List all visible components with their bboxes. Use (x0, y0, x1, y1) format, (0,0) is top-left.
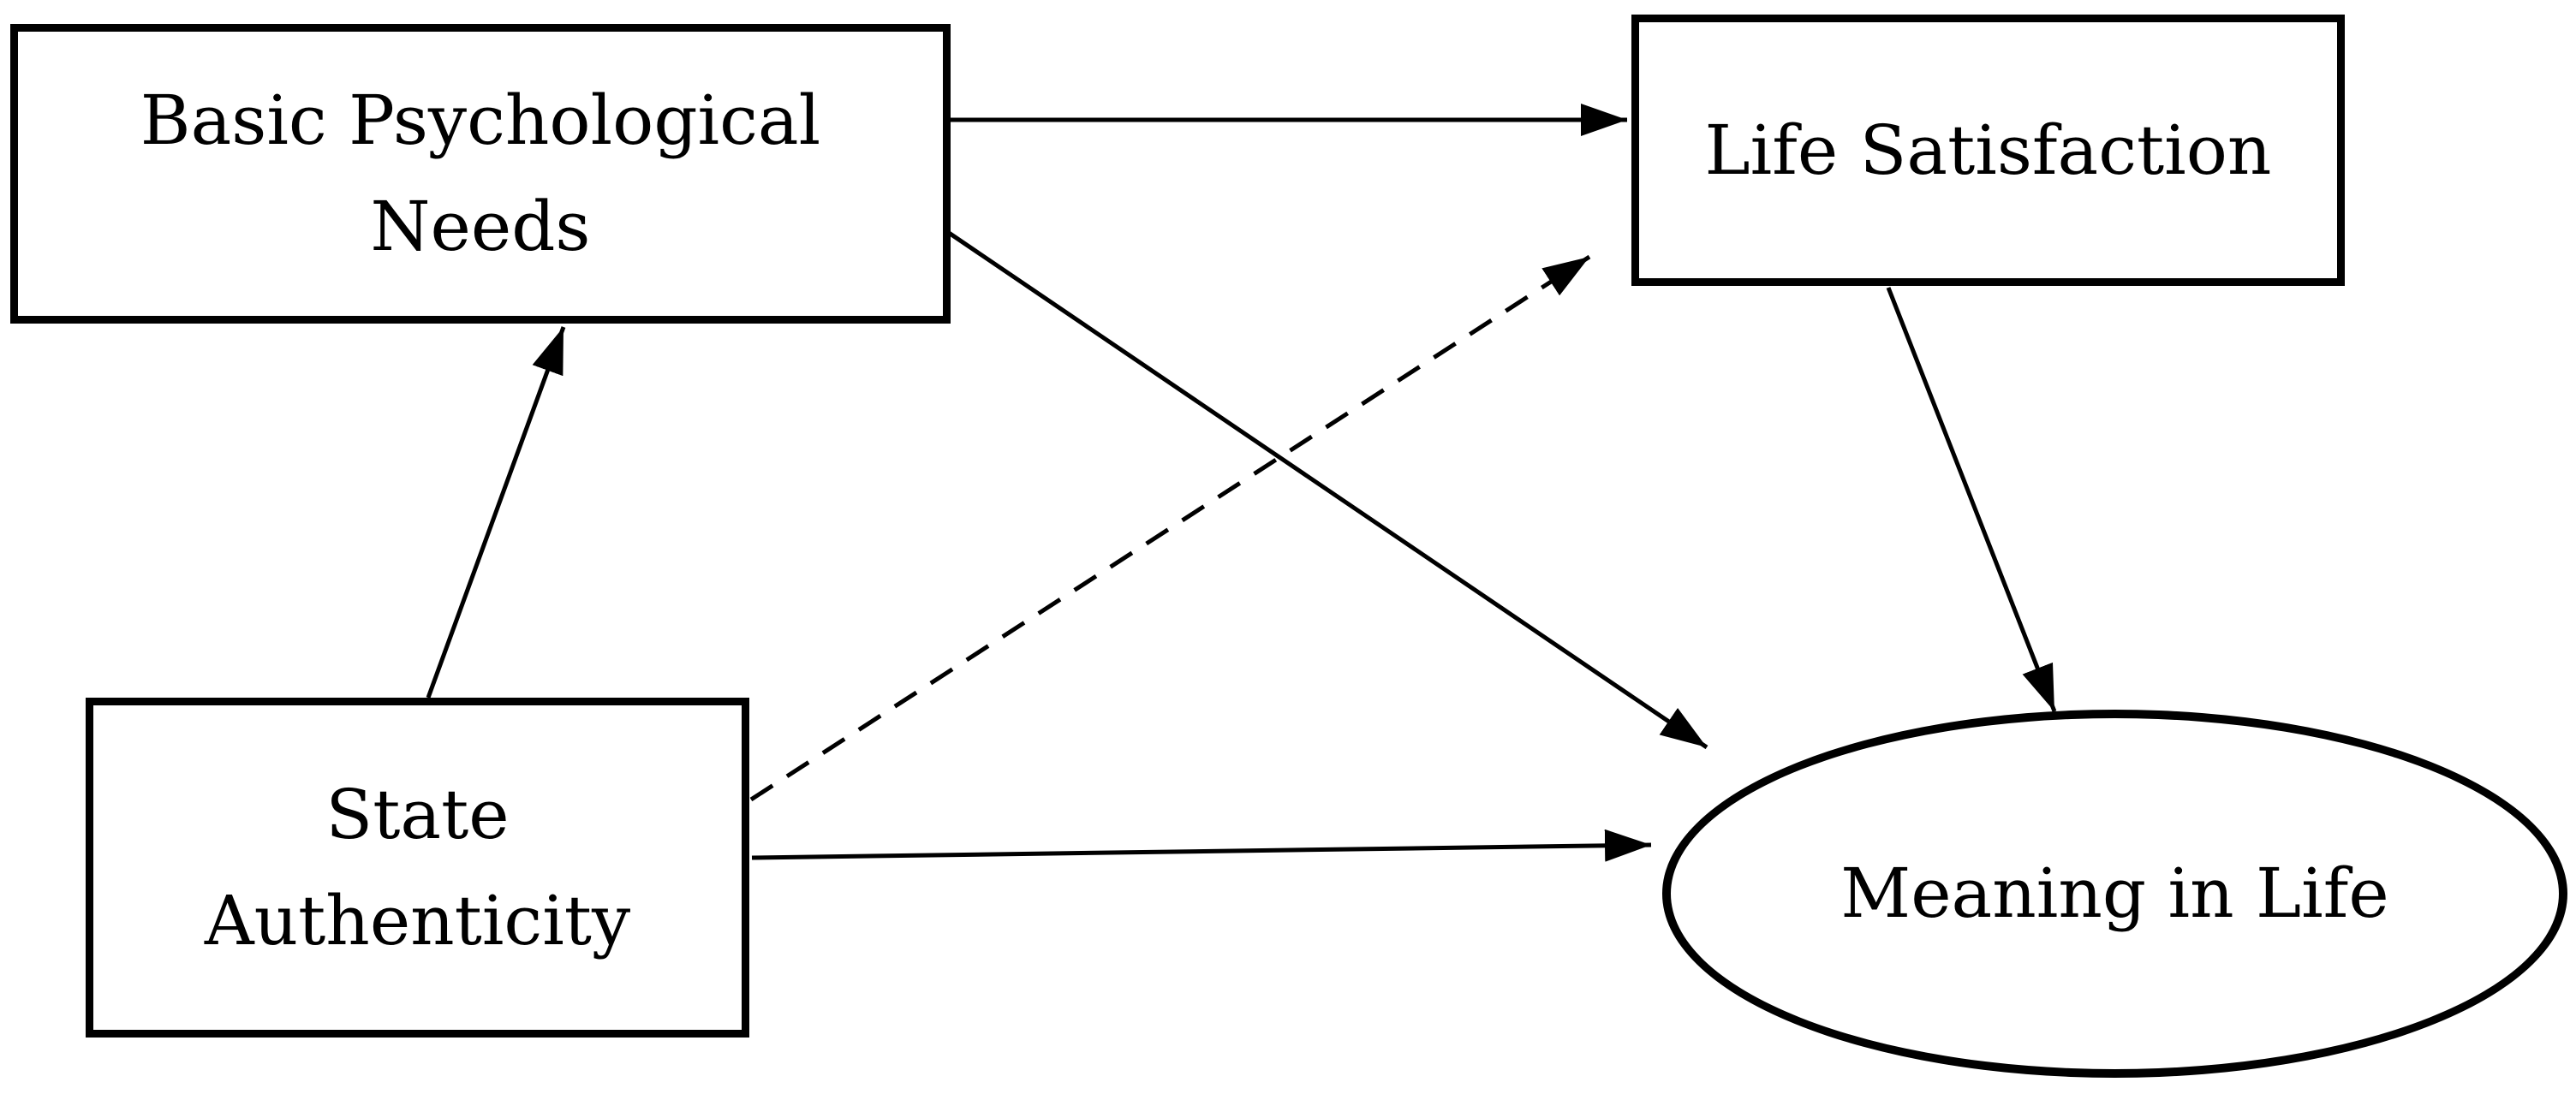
label-line: Life Satisfaction (1704, 110, 2272, 190)
label-line: Needs (370, 187, 591, 266)
node-state-authenticity: State Authenticity (86, 698, 749, 1038)
label-line: Meaning in Life (1840, 853, 2389, 933)
edge-bpn-to-mil-arrow (947, 230, 1708, 750)
node-life-satisfaction-label: Life Satisfaction (1705, 98, 2272, 204)
edge-sa-to-mil-arrow (751, 829, 1652, 862)
label-line: State (325, 774, 510, 854)
edge-ls-to-mil-arrow (1886, 287, 2057, 712)
node-state-authenticity-label: State Authenticity (205, 762, 630, 974)
label-line: Authenticity (204, 880, 631, 960)
node-life-satisfaction: Life Satisfaction (1631, 15, 2345, 286)
edge-sa-to-ls-dashed-arrow (749, 254, 1591, 802)
edge-sa-to-bpn-arrow (426, 326, 566, 699)
node-meaning-in-life-label: Meaning in Life (1840, 841, 2388, 947)
label-line: Basic Psychological (140, 80, 821, 160)
node-basic-psychological-needs: Basic Psychological Needs (10, 24, 951, 324)
node-meaning-in-life: Meaning in Life (1662, 710, 2567, 1078)
node-basic-psychological-needs-label: Basic Psychological Needs (140, 68, 820, 280)
